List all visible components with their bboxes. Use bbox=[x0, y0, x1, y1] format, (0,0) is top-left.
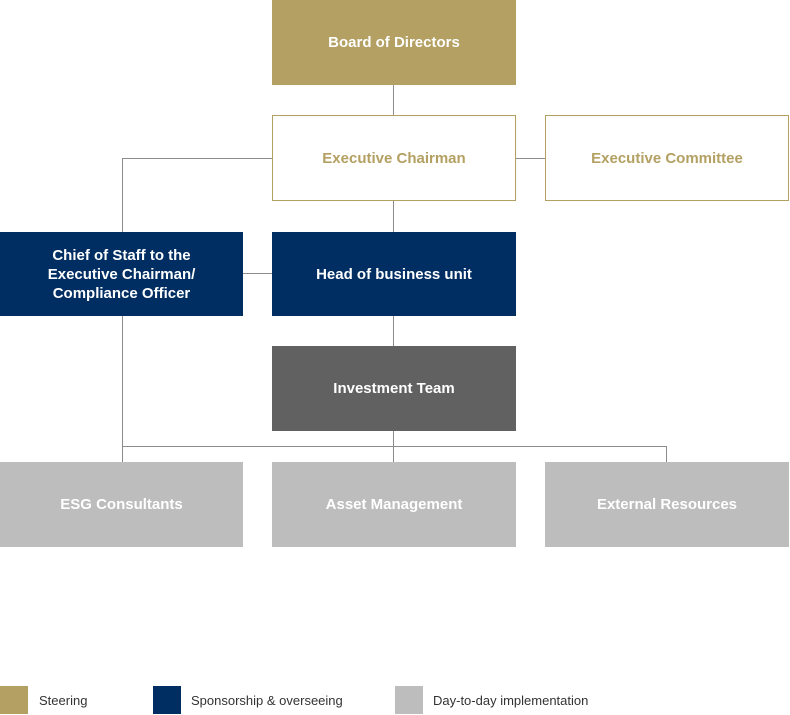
executive-chairman-box: Executive Chairman bbox=[272, 115, 516, 201]
connector-chief-down bbox=[122, 316, 123, 462]
esg-consultants-box: ESG Consultants bbox=[0, 462, 243, 547]
executive-committee-box: Executive Committee bbox=[545, 115, 789, 201]
legend-label-sponsorship: Sponsorship & overseeing bbox=[191, 693, 343, 708]
legend-swatch-steering bbox=[0, 686, 28, 714]
connector-head-investment bbox=[393, 316, 394, 346]
connector-board-chairman bbox=[393, 85, 394, 115]
chief-of-staff-box: Chief of Staff to the Executive Chairman… bbox=[0, 232, 243, 316]
asset-management-box: Asset Management bbox=[272, 462, 516, 547]
connector-chief-head bbox=[243, 273, 272, 274]
legend-swatch-implementation bbox=[395, 686, 423, 714]
connector-chairman-head bbox=[393, 201, 394, 232]
board-of-directors-box: Board of Directors bbox=[272, 0, 516, 85]
legend-label-implementation: Day-to-day implementation bbox=[433, 693, 589, 708]
connector-chief-up bbox=[122, 158, 123, 232]
external-resources-box: External Resources bbox=[545, 462, 789, 547]
legend-swatch-sponsorship bbox=[153, 686, 181, 714]
investment-team-box: Investment Team bbox=[272, 346, 516, 431]
connector-bottom-bus bbox=[122, 446, 667, 447]
connector-chairman-committee bbox=[516, 158, 545, 159]
legend-label-steering: Steering bbox=[39, 693, 88, 708]
head-of-business-unit-box: Head of business unit bbox=[272, 232, 516, 316]
connector-external-up bbox=[666, 446, 667, 462]
connector-chairman-left bbox=[122, 158, 272, 159]
